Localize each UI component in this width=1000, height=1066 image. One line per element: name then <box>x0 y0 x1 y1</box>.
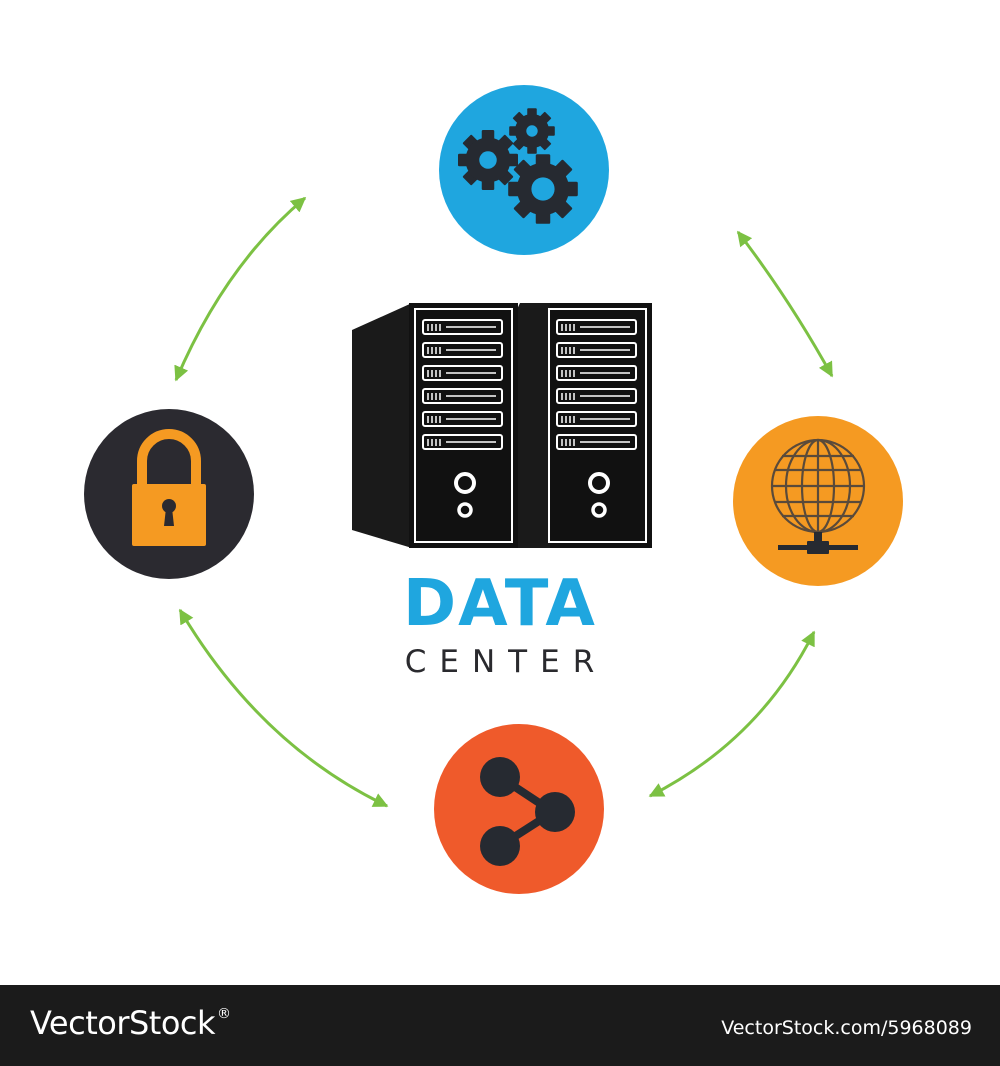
arrow-top-right <box>736 230 834 378</box>
gears-icon <box>458 108 578 224</box>
padlock-icon <box>132 429 206 546</box>
title-center: CENTER <box>404 644 608 680</box>
network-globe-icon <box>770 438 866 534</box>
footer-url: VectorStock.com/5968089 <box>721 1017 972 1039</box>
padlock-node <box>84 409 254 579</box>
server-tower-right <box>520 303 652 548</box>
arrow-top-left <box>174 196 307 382</box>
share-node <box>434 724 604 894</box>
share-circle <box>434 724 604 894</box>
arrow-bottom-right <box>648 630 816 798</box>
footer-brand-name: VectorStock <box>30 1004 216 1042</box>
gears-node <box>439 85 609 255</box>
share-icon <box>480 757 575 866</box>
globe-node <box>733 416 903 586</box>
server-rack-icon <box>352 303 652 548</box>
watermark-footer: VectorStock® VectorStock.com/5968089 <box>0 985 1000 1066</box>
footer-trademark: ® <box>217 1006 231 1022</box>
title-data: DATA <box>403 567 597 641</box>
network-stand-icon <box>778 532 858 554</box>
arrow-bottom-left <box>178 608 389 808</box>
infographic-art <box>84 85 903 894</box>
server-tower-left <box>409 303 518 548</box>
footer-brand: VectorStock® <box>30 1007 231 1039</box>
